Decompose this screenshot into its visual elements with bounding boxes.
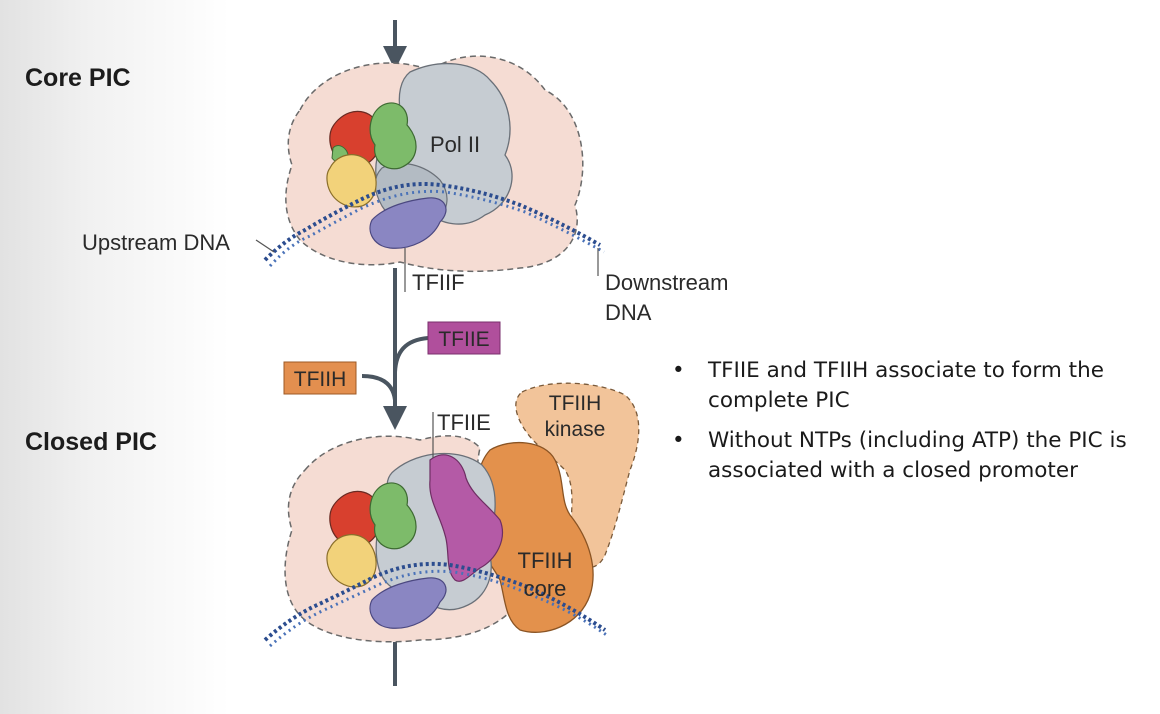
tfiie-join-arrow — [393, 336, 429, 373]
bullet-text: Without NTPs (including ATP) the PIC is … — [708, 428, 1127, 483]
tfiie-box-label: TFIIE — [438, 328, 489, 351]
closed-dna-strand-1 — [263, 561, 607, 642]
yellow-factor — [326, 154, 377, 208]
closed-pic: TFIIE TFIIH kinase TFIIH core — [263, 382, 640, 648]
core-dna-strand-1 — [263, 182, 601, 262]
downstream-dna-label-2: DNA — [605, 300, 652, 325]
upstream-dna-pointer — [255, 239, 275, 253]
tfiih-box-label: TFIIH — [294, 368, 347, 391]
core-pic: Pol II Upstream DNA TFIIF Downstream DNA — [82, 55, 728, 325]
tfiih-box: TFIIH — [283, 361, 357, 395]
tfiie-label: TFIIE — [437, 410, 491, 435]
tfiih-core-label-2: core — [524, 576, 567, 601]
tfiie-shape — [429, 454, 503, 582]
tfiih-core-label-1: TFIIH — [518, 548, 573, 573]
tfiih-kinase-label-1: TFIIH — [549, 392, 602, 415]
bullet-item: • TFIIE and TFIIH associate to form the … — [672, 356, 1132, 416]
closed-pic-label: Closed PIC — [25, 428, 157, 456]
tfiif-shape — [369, 197, 447, 249]
tfiih-join-arrow — [361, 374, 397, 401]
closed-green-factor — [369, 482, 417, 550]
tfiie-box: TFIIE — [427, 321, 501, 355]
tfiih-kinase-shape — [515, 382, 640, 569]
green-factor — [369, 102, 417, 170]
downstream-dna-label-1: Downstream — [605, 270, 728, 295]
bullet-marker: • — [672, 428, 685, 453]
tfiif-label: TFIIF — [412, 270, 465, 295]
tfiih-kinase-label-2: kinase — [545, 418, 606, 441]
core-pic-label: Core PIC — [25, 64, 131, 92]
closed-yellow-factor — [326, 534, 377, 588]
upstream-dna-label: Upstream DNA — [82, 230, 230, 255]
closed-dna-strand-2 — [269, 569, 609, 648]
bullet-text: TFIIE and TFIIH associate to form the co… — [708, 358, 1104, 413]
pol2-label: Pol II — [430, 132, 480, 157]
bullet-list: • TFIIE and TFIIH associate to form the … — [672, 356, 1132, 496]
bullet-marker: • — [672, 358, 685, 383]
bullet-item: • Without NTPs (including ATP) the PIC i… — [672, 426, 1132, 486]
closed-tfiif-shape — [369, 577, 447, 629]
